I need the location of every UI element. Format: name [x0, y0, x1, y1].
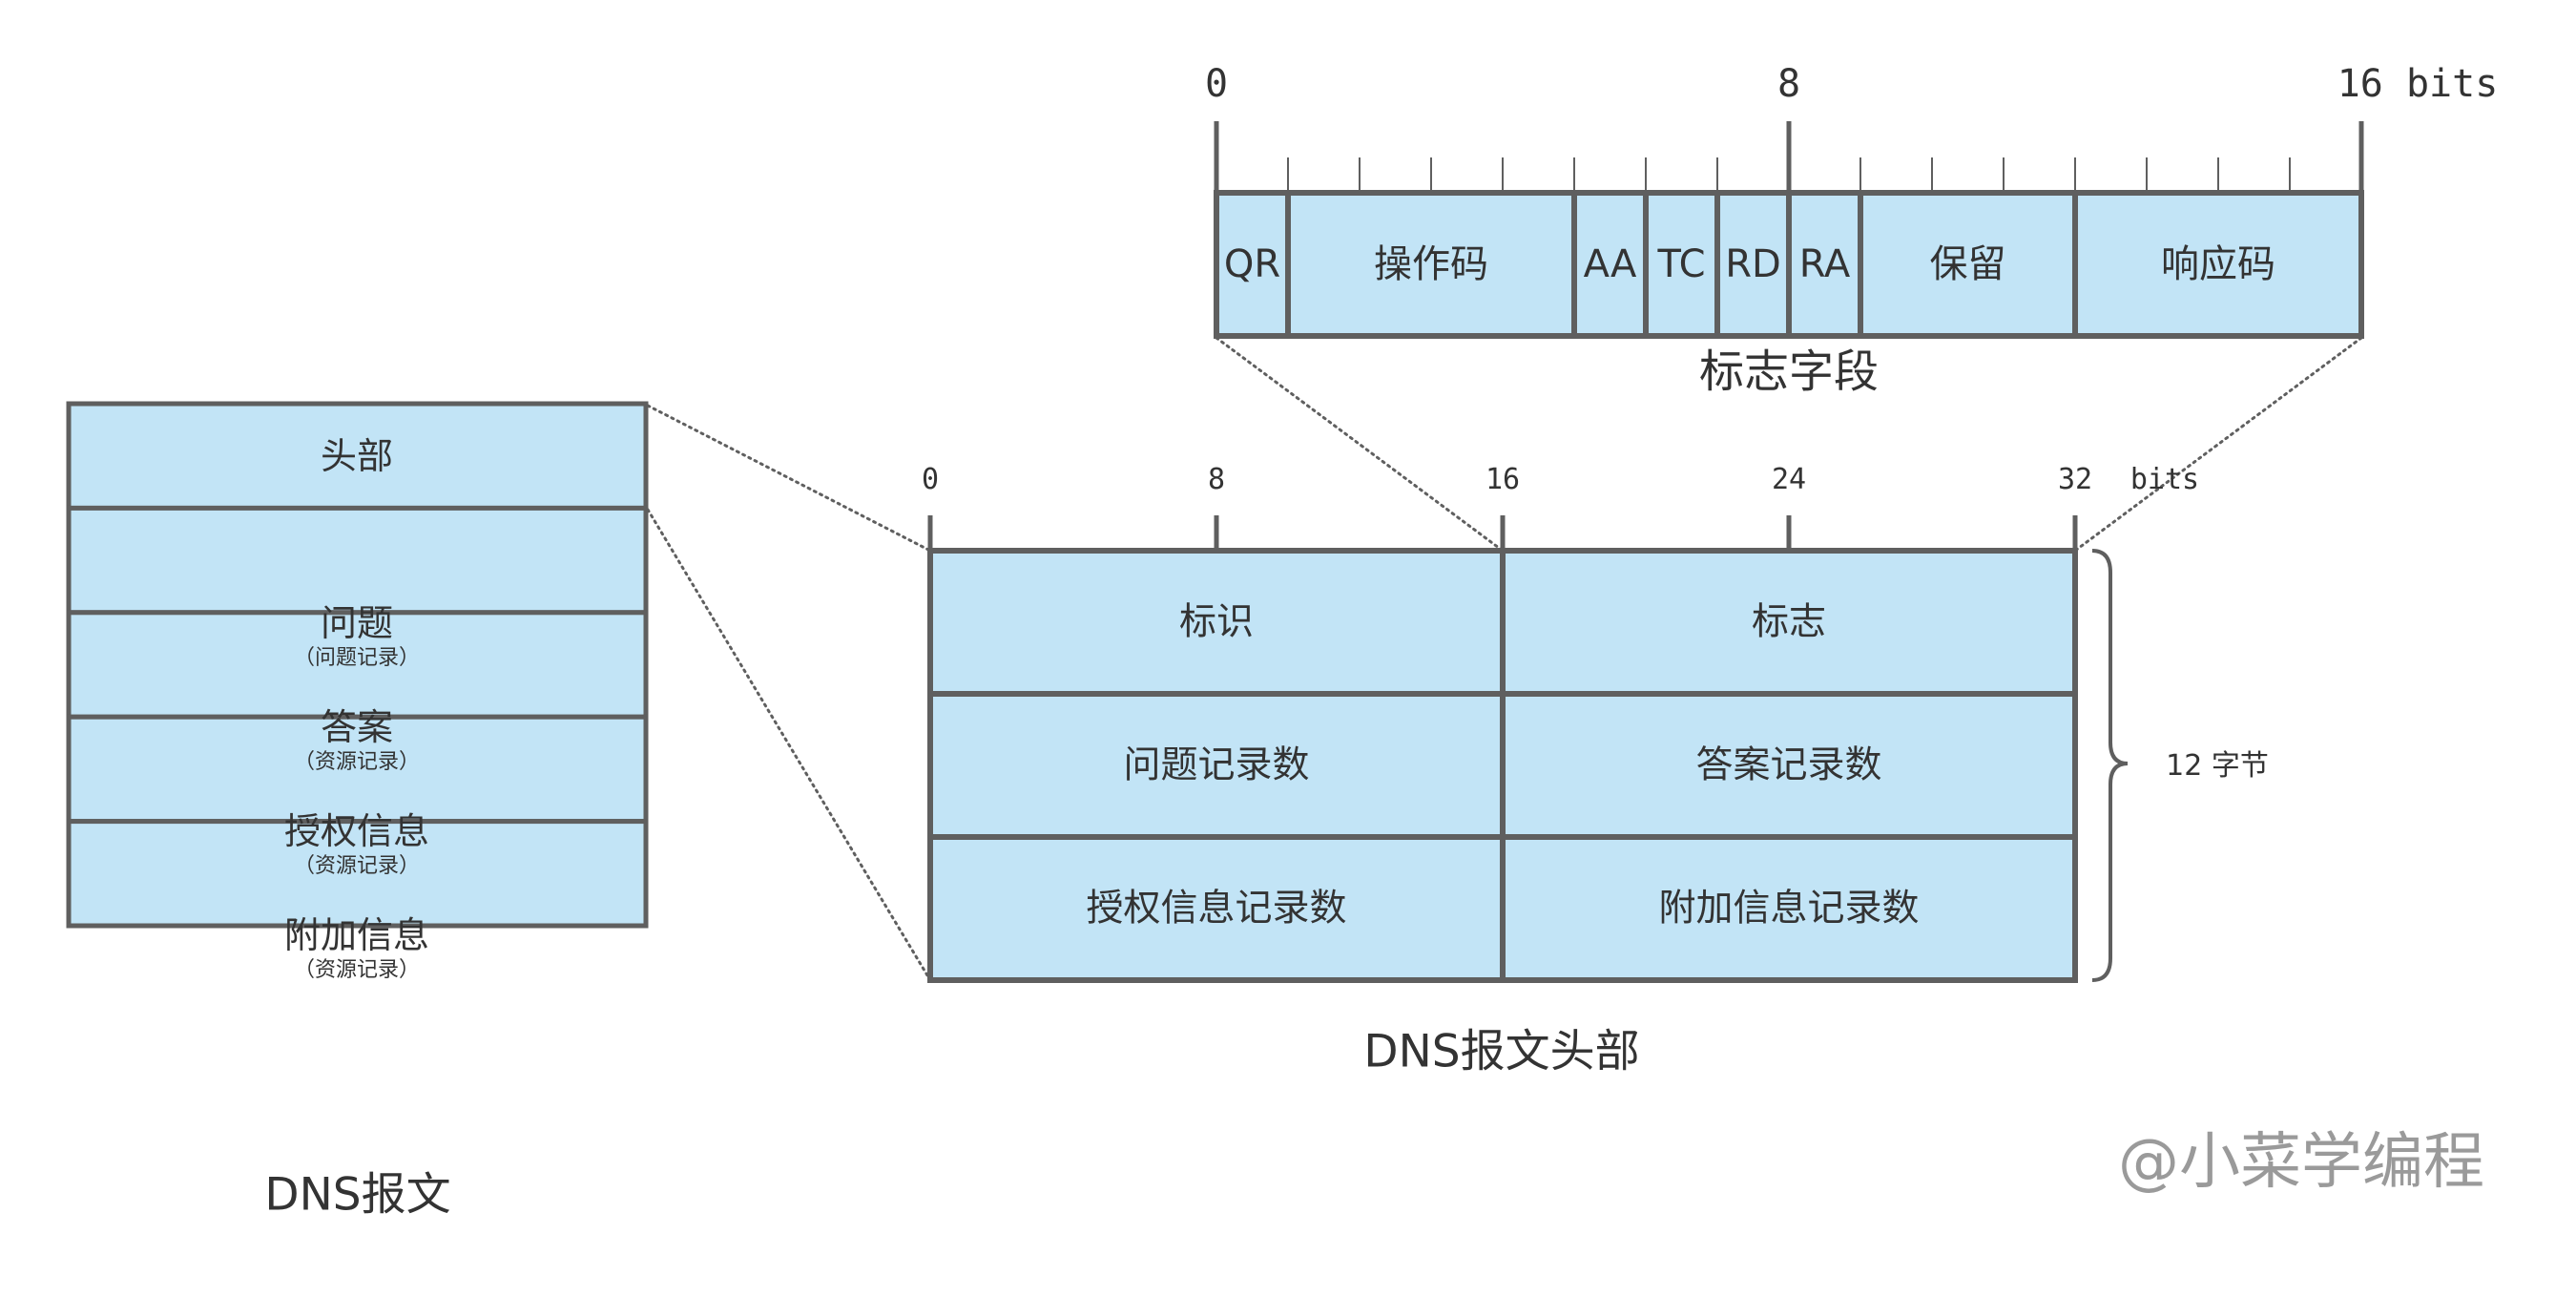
flag-tick-label: 0 [1204, 62, 1229, 106]
watermark: @小菜学编程 [2118, 1127, 2484, 1198]
header-field-nscount: 授权信息记录数 [1086, 887, 1347, 931]
header-field-arcount: 附加信息记录数 [1658, 887, 1920, 931]
flag-field-cell [2072, 190, 2364, 339]
section-title-authority: 授权信息 [283, 810, 430, 852]
section-title-question: 问题 [320, 602, 394, 644]
dns-message-section [66, 819, 649, 929]
flag-field-label: RD [1725, 242, 1781, 286]
header-field-qdcount: 问题记录数 [1123, 743, 1310, 787]
dns-message-box [66, 401, 649, 929]
flag-field-cell [1786, 190, 1863, 339]
flag-cells [1214, 190, 2364, 339]
header-bit-ticks [927, 515, 2078, 551]
connector-header-top [646, 404, 932, 553]
flag-field-label: TC [1657, 242, 1706, 286]
section-title-header: 头部 [320, 435, 394, 477]
header-cells [927, 548, 2078, 983]
header-cell [927, 691, 1506, 840]
flag-field-cell [1714, 190, 1792, 339]
section-subtitle-answer: （资源记录） [293, 750, 421, 774]
brace-icon [2091, 549, 2129, 982]
header-field-ancount: 答案记录数 [1695, 743, 1882, 787]
connector-header-bottom [646, 508, 932, 982]
flag-bit-ticks [1214, 121, 2364, 193]
header-tick-label: 8 [1207, 463, 1226, 496]
connector-lines [646, 336, 2363, 982]
flag-field-label: QR [1223, 242, 1281, 286]
flag-field-label: AA [1583, 242, 1637, 286]
header-tick-label: 24 [1771, 463, 1807, 496]
header-field-id: 标识 [1178, 600, 1255, 644]
section-title-additional: 附加信息 [283, 914, 430, 956]
header-cell [927, 834, 1506, 983]
flag-field-label: 操作码 [1374, 242, 1488, 286]
flag-field-label: RA [1798, 242, 1851, 286]
flag-field-cell [1571, 190, 1649, 339]
dns-message-caption: DNS报文 [264, 1168, 451, 1222]
dns-message-section [66, 714, 649, 825]
header-box [927, 515, 2078, 983]
flag-end-label: 16 bits [2337, 62, 2499, 106]
dns-message-section [66, 401, 649, 511]
header-caption: DNS报文头部 [1363, 1025, 1640, 1078]
header-tick-label: 16 [1485, 463, 1521, 496]
header-tick-label: 0 [921, 463, 940, 496]
header-tick-label: 32 [2057, 463, 2093, 496]
header-size-label: 12 字节 [2166, 749, 2269, 783]
dns-message-section [66, 505, 649, 616]
flags-box [1214, 121, 2364, 339]
header-cell [927, 548, 1506, 697]
flag-tick-label: 8 [1776, 62, 1801, 106]
section-title-answer: 答案 [320, 706, 394, 748]
header-field-flags: 标志 [1751, 600, 1827, 644]
header-bits-unit: bits [2129, 463, 2200, 496]
flag-field-cell [1214, 190, 1291, 339]
header-cell [1500, 691, 2078, 840]
flag-field-label: 保留 [1929, 242, 2006, 286]
flag-field-cell [1858, 190, 2078, 339]
connector-flags-right [2073, 336, 2363, 553]
section-subtitle-question: （问题记录） [293, 646, 421, 670]
header-cell [1500, 834, 2078, 983]
flag-field-cell [1285, 190, 1577, 339]
flags-caption: 标志字段 [1699, 345, 1879, 399]
section-subtitle-additional: （资源记录） [293, 958, 421, 982]
flag-field-label: 响应码 [2161, 242, 2275, 286]
connector-flags-left [1215, 336, 1505, 553]
section-subtitle-authority: （资源记录） [293, 854, 421, 878]
header-cell [1500, 548, 2078, 697]
